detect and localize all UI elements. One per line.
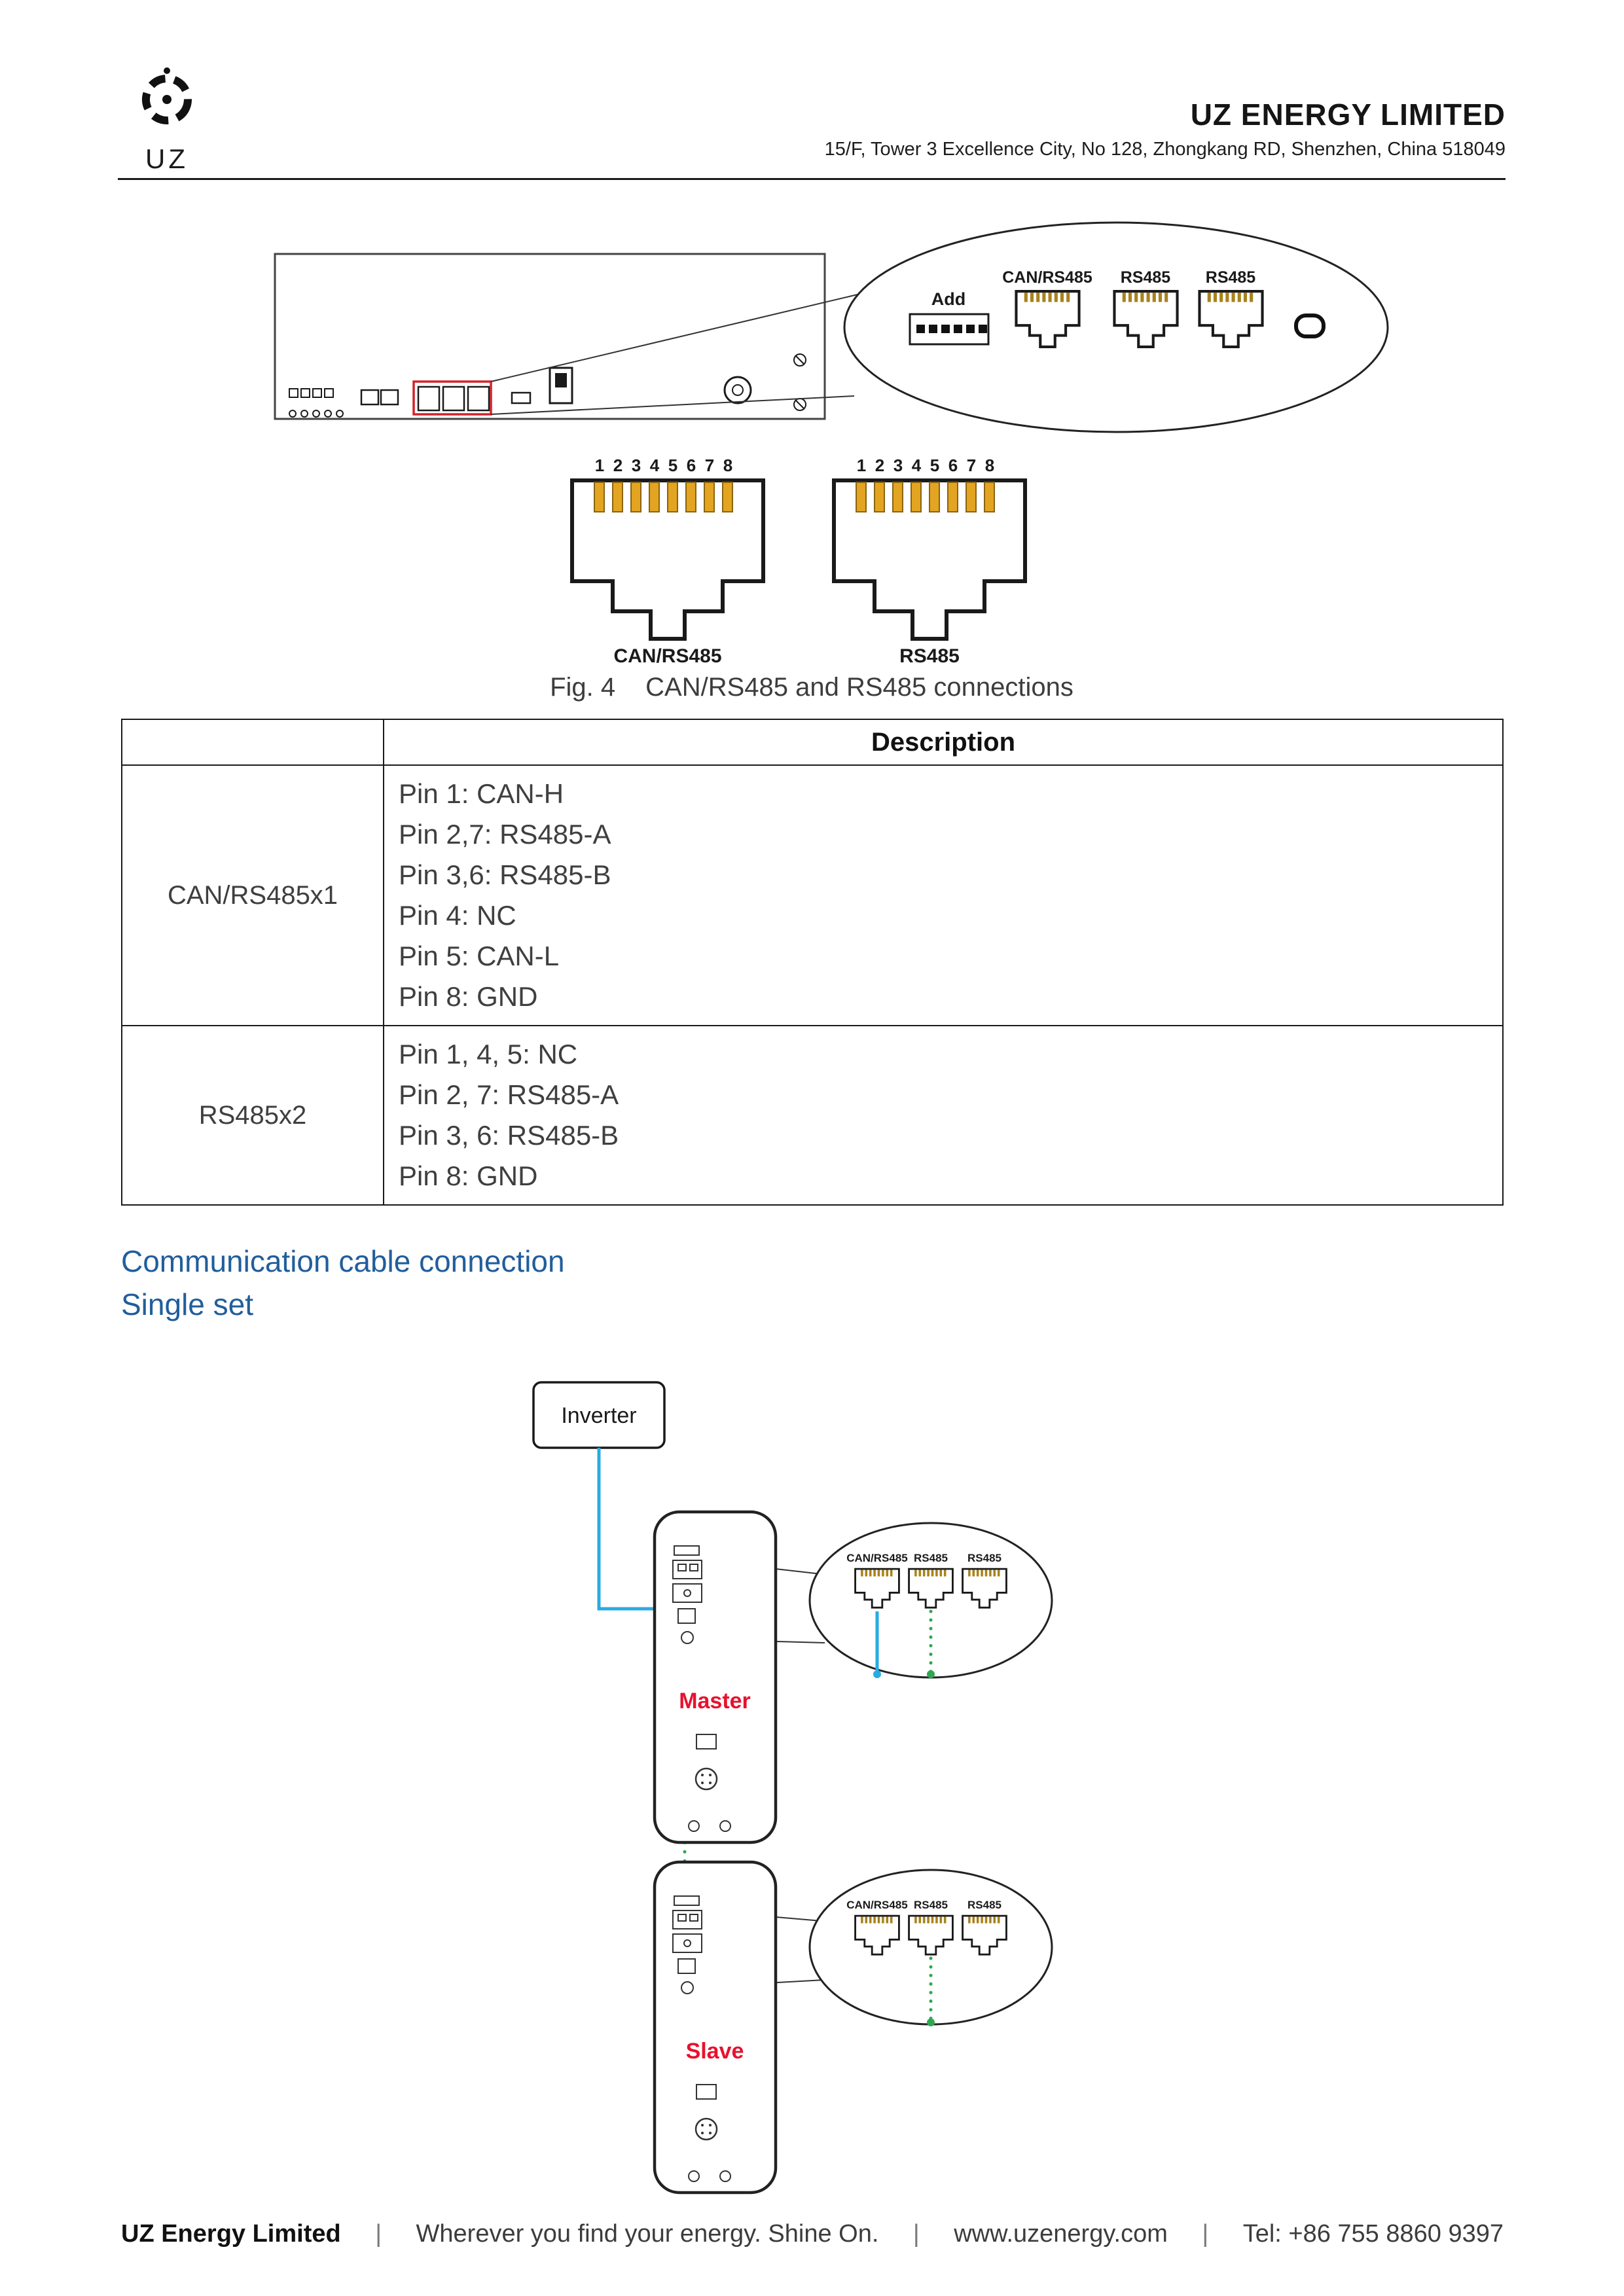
callout-port-label-3: RS485 [1206, 268, 1256, 287]
connector-label-canrs485: CAN/RS485 [613, 645, 721, 667]
uz-logo: UZ [124, 65, 209, 175]
section-heading-single-set: Single set [121, 1287, 254, 1321]
pin-number: 3 [893, 456, 903, 475]
pin-desc-line: Pin 3,6: RS485-B [399, 859, 611, 890]
slave-port-label-3: RS485 [967, 1899, 1001, 1911]
page-header: UZ UZ ENERGY LIMITED 15/F, Tower 3 Excel… [118, 65, 1506, 180]
callout-oval-button [1294, 314, 1326, 338]
figure-caption: Fig. 4 CAN/RS485 and RS485 connections [118, 673, 1506, 702]
pin-number: 7 [705, 456, 714, 475]
footer-company: UZ Energy Limited [121, 2220, 341, 2248]
callout-leader-bottom [490, 395, 855, 415]
table-row: CAN/RS485x1 Pin 1: CAN-H Pin 2,7: RS485-… [121, 764, 1504, 1026]
pin-description-table: Description CAN/RS485x1 Pin 1: CAN-H Pin… [121, 719, 1504, 1206]
uz-logo-icon [142, 67, 192, 124]
pin-number: 8 [723, 456, 732, 475]
pin-number: 5 [930, 456, 939, 475]
pin-number: 2 [613, 456, 623, 475]
table-row-description: Pin 1, 4, 5: NC Pin 2, 7: RS485-A Pin 3,… [383, 1025, 1504, 1206]
pin-desc-line: Pin 1: CAN-H [399, 778, 564, 809]
pin-number: 5 [668, 456, 677, 475]
rj45-connector-rs485: 1 2 3 4 5 6 7 8 RS485 [834, 456, 1025, 667]
page-footer: UZ Energy Limited | Wherever you find yo… [121, 2220, 1504, 2248]
callout-port-label-2: RS485 [1121, 268, 1171, 287]
figure-caption-text: CAN/RS485 and RS485 connections [645, 673, 1074, 702]
section-heading-communication: Communication cable connection [121, 1244, 565, 1278]
pin-number: 7 [967, 456, 976, 475]
callout-port-label-1: CAN/RS485 [1002, 268, 1092, 287]
pin-number: 1 [857, 456, 866, 475]
footer-phone: Tel: +86 755 8860 9397 [1242, 2220, 1504, 2248]
slave-label: Slave [686, 2039, 744, 2064]
pin-number: 6 [687, 456, 696, 475]
table-header-blank [121, 719, 384, 766]
dip-switch: Add [909, 289, 990, 346]
rj45-body [572, 480, 763, 639]
table-header-description: Description [383, 719, 1504, 766]
master-port-label-1: CAN/RS485 [846, 1552, 908, 1564]
pin-number: 4 [912, 456, 922, 475]
footer-tagline: Wherever you find your energy. Shine On. [416, 2220, 879, 2248]
dip-switch-label: Add [931, 289, 965, 309]
reset-button [511, 391, 532, 404]
connection-figure: Add CAN/RS485 RS485 RS485 1 2 3 4 5 6 7 … [274, 221, 1389, 667]
header-rule [118, 178, 1506, 180]
pin-number: 1 [595, 456, 604, 475]
slave-device: Slave [653, 1860, 778, 2195]
table-row-name: CAN/RS485x1 [121, 764, 384, 1026]
pin-desc-line: Pin 8: GND [399, 981, 538, 1012]
aux-ports [360, 389, 399, 406]
pin-desc-line: Pin 8: GND [399, 1160, 538, 1191]
pin-desc-line: Pin 5: CAN-L [399, 941, 560, 971]
pin-desc-line: Pin 1, 4, 5: NC [399, 1039, 578, 1069]
figure-caption-prefix: Fig. 4 [550, 673, 616, 702]
device-panel [274, 253, 826, 420]
pin-number: 8 [985, 456, 994, 475]
indicator-leds [289, 388, 344, 418]
table-row: RS485x2 Pin 1, 4, 5: NC Pin 2, 7: RS485-… [121, 1025, 1504, 1206]
master-port-label-3: RS485 [967, 1552, 1001, 1564]
callout-leader-top [490, 294, 858, 382]
pin-desc-line: Pin 4: NC [399, 900, 516, 931]
pin-desc-line: Pin 2, 7: RS485-A [399, 1079, 619, 1110]
pin-desc-line: Pin 2,7: RS485-A [399, 819, 611, 850]
footer-separator: | [912, 2220, 920, 2248]
wiring-diagram: Inverter Master CAN/RS485 RS48 [532, 1381, 1053, 2195]
pin-number: 6 [948, 456, 958, 475]
power-switch [549, 367, 573, 404]
logo-text: UZ [145, 143, 189, 174]
slave-port-label-2: RS485 [914, 1899, 948, 1911]
company-name: UZ ENERGY LIMITED [1190, 98, 1506, 132]
inverter-cable-blue [597, 1448, 678, 1611]
table-row-name: RS485x2 [121, 1025, 384, 1206]
table-header-row: Description [121, 719, 1504, 766]
master-device: Master [653, 1510, 778, 1844]
connector-label-rs485: RS485 [899, 645, 960, 667]
pin-number: 4 [650, 456, 660, 475]
comm-port-highlight [412, 380, 492, 416]
footer-website: www.uzenergy.com [954, 2220, 1168, 2248]
master-label: Master [679, 1689, 751, 1713]
rj45-connector-canrs485: 1 2 3 4 5 6 7 8 CAN/RS485 [572, 456, 763, 667]
inverter-label: Inverter [561, 1403, 636, 1428]
pin-number: 2 [875, 456, 884, 475]
footer-separator: | [1202, 2220, 1209, 2248]
port-callout-ellipse [843, 221, 1389, 433]
master-port-label-2: RS485 [914, 1552, 948, 1564]
slave-port-label-1: CAN/RS485 [846, 1899, 908, 1911]
footer-separator: | [375, 2220, 382, 2248]
pin-desc-line: Pin 3, 6: RS485-B [399, 1120, 619, 1151]
table-row-description: Pin 1: CAN-H Pin 2,7: RS485-A Pin 3,6: R… [383, 764, 1504, 1026]
pin-number: 3 [632, 456, 641, 475]
inverter-box: Inverter [532, 1381, 666, 1449]
rj45-body [834, 480, 1025, 639]
company-address: 15/F, Tower 3 Excellence City, No 128, Z… [824, 139, 1506, 160]
antenna-connector [723, 376, 752, 404]
